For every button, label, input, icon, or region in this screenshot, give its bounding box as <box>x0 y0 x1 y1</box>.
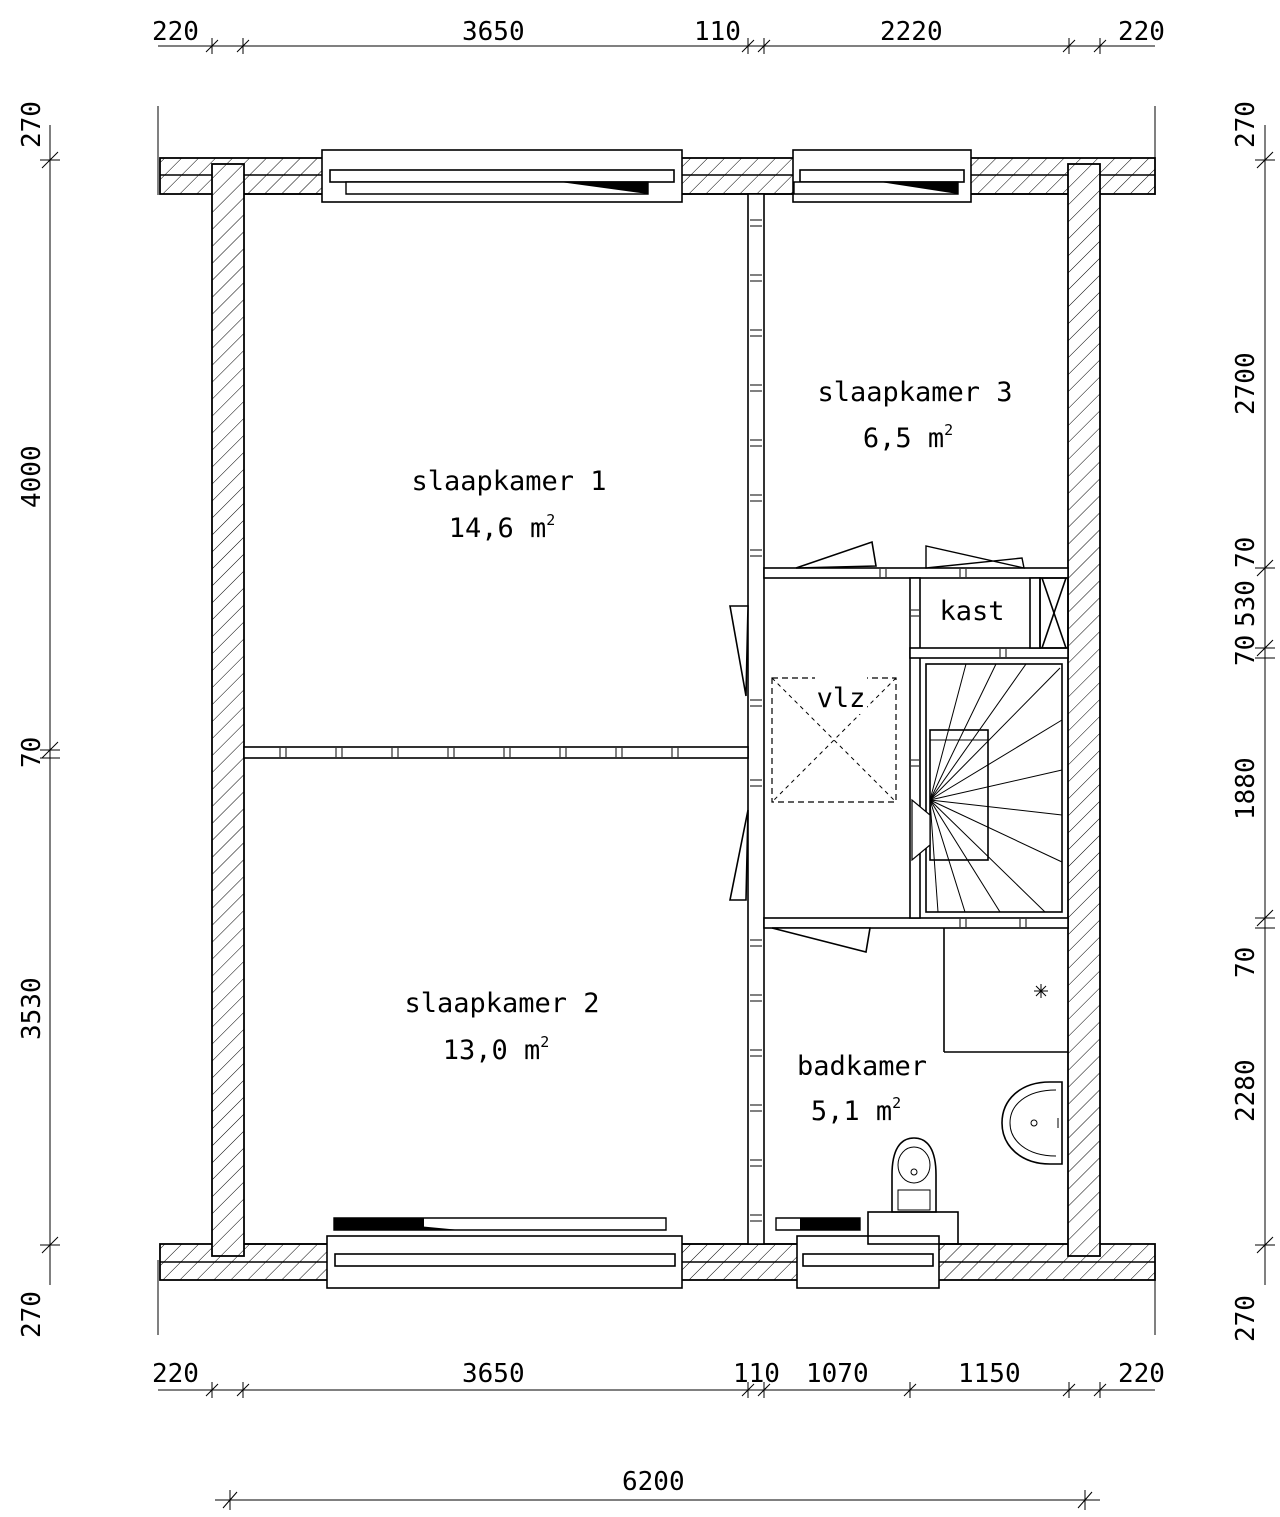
dim-right-9: 270 <box>1231 1295 1261 1342</box>
dim-top-1: 220 <box>152 17 199 47</box>
dimension-right: 270 2700 70 530 70 1880 70 2280 270 <box>1231 101 1275 1342</box>
room-name-slaapkamer-3: slaapkamer 3 <box>817 377 1012 408</box>
room-area-slaapkamer-1: 14,6 m2 <box>449 511 556 544</box>
room-badkamer: badkamer 5,1 m2 <box>797 1051 927 1127</box>
dim-left-5: 270 <box>17 1291 47 1338</box>
dim-bottom-4: 1070 <box>806 1359 869 1389</box>
dim-right-7: 70 <box>1231 947 1261 978</box>
dim-left-4: 3530 <box>17 977 47 1040</box>
extension-lines <box>157 106 1156 1335</box>
dim-right-6: 1880 <box>1231 757 1261 820</box>
dim-right-2: 2700 <box>1231 352 1261 415</box>
window-top-right <box>792 149 972 203</box>
dim-top-5: 220 <box>1118 17 1165 47</box>
room-area-slaapkamer-2: 13,0 m2 <box>443 1033 550 1066</box>
dimension-total: 6200 <box>215 1467 1100 1510</box>
room-label-kast: kast <box>939 596 1004 627</box>
toilet-icon <box>867 1137 959 1245</box>
room-slaapkamer-3: slaapkamer 3 6,5 m2 <box>817 377 1012 454</box>
dimension-bottom: 220 3650 110 1070 1150 220 <box>152 1359 1165 1398</box>
dim-top-2: 3650 <box>462 17 525 47</box>
dim-bottom-6: 220 <box>1118 1359 1165 1389</box>
dim-top-3: 110 <box>694 17 741 47</box>
dim-total: 6200 <box>622 1467 685 1497</box>
dim-right-3: 70 <box>1231 537 1261 568</box>
dimension-left: 270 4000 70 3530 270 <box>17 101 60 1338</box>
dim-top-4: 2220 <box>880 17 943 47</box>
room-name-slaapkamer-1: slaapkamer 1 <box>411 466 606 497</box>
washbasin-icon <box>1001 1081 1063 1165</box>
window-top-left <box>321 149 683 203</box>
room-area-badkamer: 5,1 m2 <box>811 1094 901 1127</box>
dim-bottom-1: 220 <box>152 1359 199 1389</box>
outer-walls <box>159 157 1156 1281</box>
shower-drain-icon <box>1034 984 1048 998</box>
dim-bottom-2: 3650 <box>462 1359 525 1389</box>
dim-right-8: 2280 <box>1231 1059 1261 1122</box>
dim-bottom-5: 1150 <box>958 1359 1021 1389</box>
dim-bottom-3: 110 <box>733 1359 780 1389</box>
dimension-top: 220 3650 110 2220 220 <box>152 17 1165 54</box>
window-bottom-left <box>326 1217 683 1289</box>
doors <box>729 540 1069 953</box>
staircase <box>911 663 1063 913</box>
room-slaapkamer-1: slaapkamer 1 14,6 m2 <box>411 466 606 544</box>
room-name-badkamer: badkamer <box>797 1051 927 1082</box>
dim-right-5: 70 <box>1231 635 1261 666</box>
dim-right-4: 530 <box>1231 580 1261 627</box>
dim-left-1: 270 <box>17 101 47 148</box>
room-area-slaapkamer-3: 6,5 m2 <box>863 421 953 454</box>
dim-left-3: 70 <box>17 737 47 768</box>
partition-ticks <box>279 219 1027 1222</box>
dim-right-1: 270 <box>1231 101 1261 148</box>
dim-left-2: 4000 <box>17 445 47 508</box>
room-label-vlz: vlz <box>817 683 866 714</box>
room-slaapkamer-2: slaapkamer 2 13,0 m2 <box>404 988 599 1066</box>
window-bottom-right <box>775 1217 940 1289</box>
vlz-hatch <box>771 674 897 803</box>
room-name-slaapkamer-2: slaapkamer 2 <box>404 988 599 1019</box>
interior-partitions <box>243 193 1069 1245</box>
